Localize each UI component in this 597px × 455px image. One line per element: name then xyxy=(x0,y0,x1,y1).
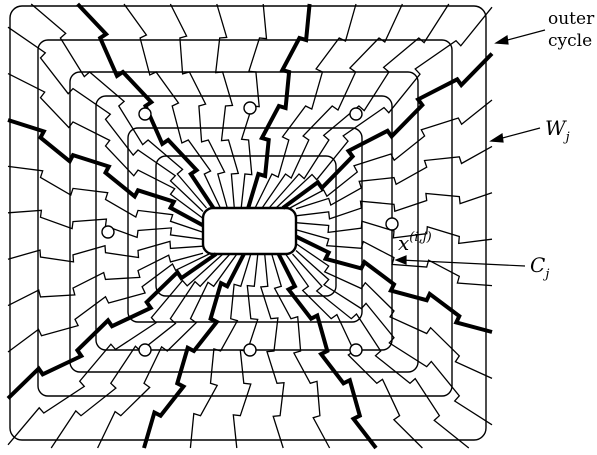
radial-path-5 xyxy=(214,3,240,209)
cj-label-main: C xyxy=(530,253,545,277)
radial-path-19 xyxy=(295,243,493,379)
radial-path-20 xyxy=(295,250,493,426)
bold-radial-path-2 xyxy=(76,2,216,210)
marked-vertex-6 xyxy=(138,343,152,357)
inner-face xyxy=(201,206,298,256)
wj-label-main: W xyxy=(545,116,567,140)
radial-path-30 xyxy=(50,253,231,449)
radial-path-25 xyxy=(259,253,285,449)
radial-path-4 xyxy=(169,3,228,209)
cycle-2 xyxy=(37,39,453,397)
marked-vertex-4 xyxy=(101,225,115,239)
marked-vertex-3 xyxy=(349,107,363,121)
bold-radial-path-23 xyxy=(276,253,378,450)
radial-path-33 xyxy=(7,253,210,353)
cycle-6 xyxy=(155,155,337,297)
marked-vertex-7 xyxy=(243,343,257,357)
cj-label: Cj xyxy=(530,253,549,282)
marked-vertices xyxy=(101,101,399,357)
bold-radial-path-32 xyxy=(6,252,218,400)
annotation-arrows xyxy=(394,29,546,267)
radial-path-13 xyxy=(289,99,493,209)
marked-vertex-8 xyxy=(349,343,363,357)
radial-path-29 xyxy=(97,253,238,449)
cj-arrow xyxy=(399,259,526,267)
outer-cycle-arrowhead xyxy=(494,34,509,45)
wj-label-sub: j xyxy=(563,130,570,145)
bold-radial-path-7 xyxy=(246,3,312,209)
cycle-1 xyxy=(9,5,487,441)
radial-path-1 xyxy=(30,3,207,209)
radial-path-31 xyxy=(7,253,224,446)
bold-radial-path-12 xyxy=(281,52,494,210)
radial-path-9 xyxy=(261,3,403,209)
wj-arrowhead xyxy=(489,132,504,143)
radial-path-35 xyxy=(7,240,204,263)
cycle-3 xyxy=(69,71,419,373)
cj-arrowhead xyxy=(394,255,407,265)
outer-cycle-label-line2: cycle xyxy=(548,31,592,51)
radial-path-37 xyxy=(7,165,204,233)
radial-path-15 xyxy=(295,192,493,220)
bold-radial-path-38 xyxy=(7,118,204,228)
marked-vertex-1 xyxy=(138,107,152,121)
radial-paths xyxy=(6,2,494,450)
radial-path-21 xyxy=(292,253,470,449)
radial-path-36 xyxy=(7,209,204,240)
radial-path-10 xyxy=(268,3,450,209)
radial-path-24 xyxy=(271,253,331,449)
radial-path-27 xyxy=(189,253,252,449)
radial-path-16 xyxy=(295,220,493,245)
vertex-x-label: x(i,j) xyxy=(398,230,432,255)
marked-vertex-2 xyxy=(243,101,257,115)
vertex-x-label-sup: (i,j) xyxy=(409,230,431,245)
bold-radial-path-18 xyxy=(295,234,493,334)
radial-path-17 xyxy=(295,229,493,287)
cj-label-sub: j xyxy=(542,267,549,282)
radial-path-8 xyxy=(254,3,357,209)
wj-label: Wj xyxy=(545,116,570,145)
radial-path-14 xyxy=(295,145,493,210)
marked-vertex-5 xyxy=(385,217,399,231)
radial-path-39 xyxy=(7,73,204,219)
radial-path-11 xyxy=(275,6,493,209)
radial-path-34 xyxy=(7,252,204,307)
vertex-x-label-main: x xyxy=(398,231,409,255)
radial-path-40 xyxy=(7,26,204,212)
radial-path-3 xyxy=(123,3,221,209)
bold-radial-path-28 xyxy=(142,253,246,449)
outer-cycle-label-line1: outer xyxy=(548,9,595,29)
